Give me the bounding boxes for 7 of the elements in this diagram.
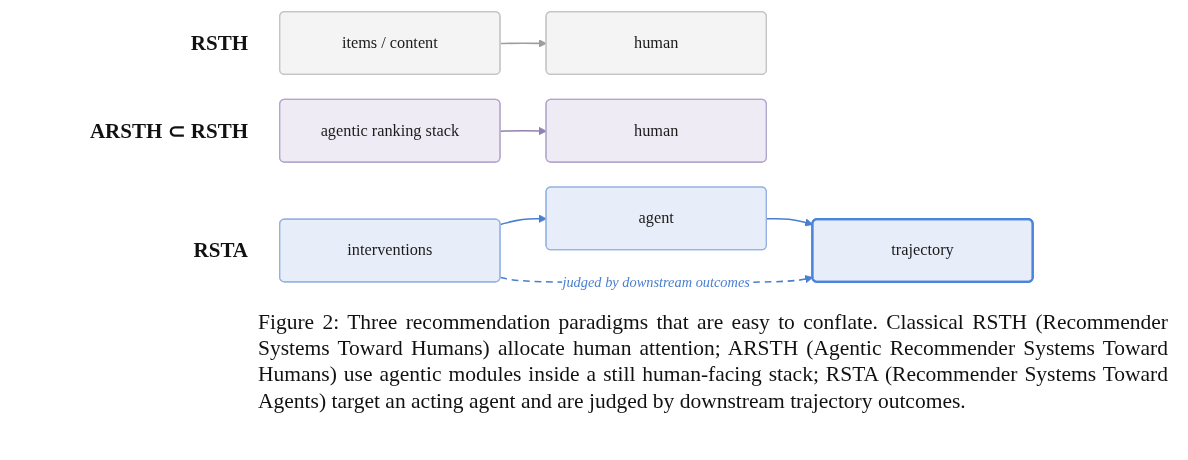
row-label: RSTH — [190, 30, 248, 56]
row-label: ARSTH ⊂ RSTH — [89, 118, 248, 144]
arrow — [766, 217, 814, 227]
figure-caption: Figure 2: Three recommendation paradigms that are easy to conflate. Classical RSTH (Recommender Systems Toward Humans) allocate human attention; ARSTH (Agentic Recommender Systems Toward Humans) use agentic modules inside a still human-facing stack; RSTA (Recommender Systems Toward Agents) target an acting agent and are judged by downstream trajectory outcomes. — [258, 309, 1168, 414]
arrow — [499, 214, 547, 226]
row-label: RSTA — [193, 237, 248, 263]
flowchart: judged by downstream outcomes items / content human agentic ranking stack human interventions agent trajectory — [272, 4, 1168, 301]
